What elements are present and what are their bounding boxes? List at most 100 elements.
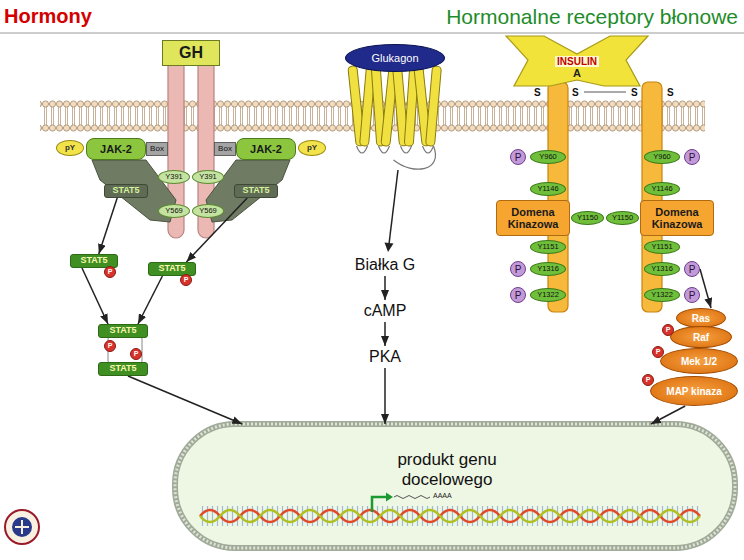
arrow-head xyxy=(385,243,394,253)
node-text: Box xyxy=(150,145,164,154)
phosphate-dot: P xyxy=(104,266,116,278)
phosphate-dot: P xyxy=(130,348,142,360)
signal-arrow xyxy=(389,170,398,244)
stat-box: STAT5 xyxy=(98,362,148,376)
node-text: Y960 xyxy=(653,153,671,161)
bound-stat: STAT5 xyxy=(104,184,148,198)
tyrosine-site: Y1151 xyxy=(530,240,566,254)
tyrosine-site: Y1322 xyxy=(644,288,680,302)
phospho-tyrosine: pY xyxy=(56,140,84,156)
node-text: Y1151 xyxy=(651,243,672,251)
node-text: JAK-2 xyxy=(250,143,282,155)
node-text: MAP kinaza xyxy=(666,386,721,397)
node-text: P xyxy=(184,276,189,284)
insulin-receptor xyxy=(506,36,662,312)
phospho-tyrosine: pY xyxy=(298,140,326,156)
tyrosine-site: Y1146 xyxy=(644,182,680,196)
tyrosine-site: Y391 xyxy=(158,170,190,184)
node-text: Y1150 xyxy=(612,214,633,222)
disulfide-label: S xyxy=(534,87,541,98)
tyrosine-site: Y960 xyxy=(644,150,680,164)
node-text: A xyxy=(573,67,581,79)
hormone-box: GH xyxy=(162,40,220,66)
node-text: P xyxy=(689,290,696,301)
node-text: Y960 xyxy=(539,153,557,161)
node-text: P xyxy=(666,326,671,334)
node-text: GH xyxy=(179,44,203,62)
phosphate-dot: P xyxy=(652,346,664,358)
box-motif: Box xyxy=(214,142,236,156)
node-text: Y1150 xyxy=(577,214,598,222)
hormone-shape: INSULINA xyxy=(547,54,607,82)
node-text: P xyxy=(689,152,696,163)
hormone-ellipse: Glukagon xyxy=(345,44,445,72)
phosphate-circle: P xyxy=(510,261,526,277)
kinase-ellipse: MAP kinaza xyxy=(650,376,738,406)
phosphate-circle: P xyxy=(684,149,700,165)
node-text: pY xyxy=(65,144,75,153)
node-text: Y569 xyxy=(199,207,217,215)
arrow-connector xyxy=(186,198,247,262)
box-motif: Box xyxy=(146,142,168,156)
bound-stat: STAT5 xyxy=(234,184,278,198)
node-text: Box xyxy=(218,145,232,154)
arrow-connector xyxy=(82,268,108,324)
node-text: Y1322 xyxy=(651,291,673,299)
node-text: P xyxy=(656,348,661,356)
section-heading: Hormony xyxy=(4,5,92,27)
node-text: STAT5 xyxy=(109,326,136,336)
node-text: Y1146 xyxy=(651,185,672,193)
kinase-domain: Domena Kinazowa xyxy=(640,200,714,236)
tyrosine-site: Y960 xyxy=(530,150,566,164)
pathway-step: Białka G xyxy=(345,254,425,276)
university-seal xyxy=(5,510,39,544)
node-text: pY xyxy=(307,144,317,153)
node-text: Y569 xyxy=(165,207,183,215)
node-text: P xyxy=(515,290,522,301)
node-text: P xyxy=(515,264,522,275)
kinase-domain: Domena Kinazowa xyxy=(496,200,570,236)
pathway-step: PKA xyxy=(360,346,410,368)
arrow-connector xyxy=(138,276,162,324)
node-text: P xyxy=(646,376,651,384)
phosphate-circle: P xyxy=(510,287,526,303)
arrow-connector xyxy=(128,376,242,424)
node-text: Y1316 xyxy=(537,265,559,273)
node-text: STAT5 xyxy=(242,186,269,196)
kinase-box: JAK-2 xyxy=(236,138,296,160)
tyrosine-site: Y1316 xyxy=(644,262,680,276)
node-text: Raf xyxy=(693,332,709,343)
node-text: Mek 1/2 xyxy=(681,356,717,367)
disulfide-label: S xyxy=(572,87,579,98)
phosphate-dot: P xyxy=(104,340,116,352)
tyrosine-site: Y391 xyxy=(192,170,224,184)
node-text: STAT5 xyxy=(80,256,107,266)
gh-receptor xyxy=(92,58,290,364)
node-text: P xyxy=(108,268,113,276)
page-title: Hormonalne receptory błonowe xyxy=(446,5,738,28)
header-rule xyxy=(0,33,744,34)
node-text: Glukagon xyxy=(371,52,418,64)
nucleus: produkt genu docelowego xyxy=(175,424,735,548)
phosphate-circle: P xyxy=(684,287,700,303)
node-text: Białka G xyxy=(355,256,415,274)
phosphate-dot: P xyxy=(662,324,674,336)
node-text: Y391 xyxy=(199,173,217,181)
arrow-connector xyxy=(700,269,711,308)
disulfide-label: S xyxy=(631,87,638,98)
tyrosine-site: Y1316 xyxy=(530,262,566,276)
node-text: Y1146 xyxy=(537,185,558,193)
nucleus-shape xyxy=(175,424,735,548)
node-text: Y1151 xyxy=(537,243,558,251)
tyrosine-site: Y1150 xyxy=(571,211,604,225)
node-text: Y1316 xyxy=(651,265,673,273)
tyrosine-site: Y569 xyxy=(192,204,224,218)
node-text: Y391 xyxy=(165,173,183,181)
pathway-step: cAMP xyxy=(360,300,410,322)
arrow-connector xyxy=(384,368,386,424)
node-text: Y1322 xyxy=(537,291,559,299)
tyrosine-site: Y1151 xyxy=(644,240,680,254)
